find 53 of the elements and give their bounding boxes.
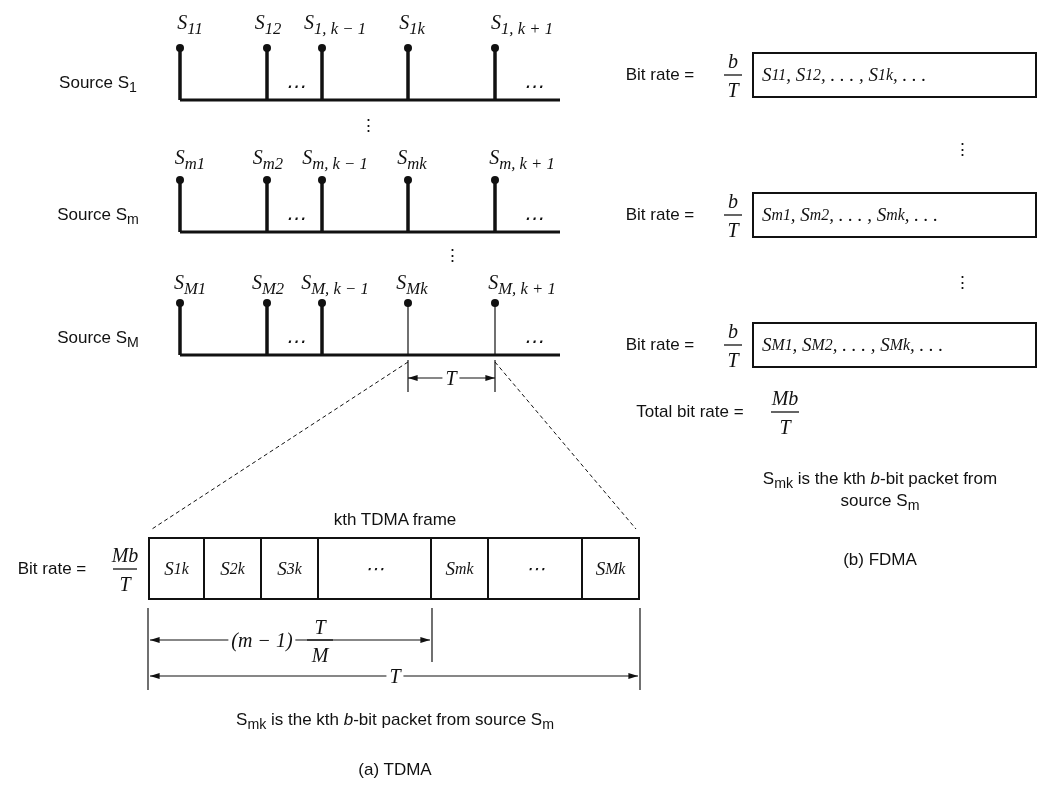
caption: S$_{mk}$ is the kth b-bit packet from source S$_{m}$: [761, 470, 999, 514]
symbol-label: S$_{M, k + 1}$: [488, 271, 556, 299]
rate-label: Total bit rate =: [636, 402, 744, 422]
fraction-numerator: Mb: [111, 544, 139, 566]
panel-caption: (a) TDMA: [358, 760, 432, 780]
fraction-denominator: T: [727, 349, 739, 371]
source-label: Source S$_{1}$: [59, 74, 137, 96]
ellipsis: ⋯: [523, 330, 543, 352]
frame-slot: ⋯: [319, 537, 432, 600]
symbol-label: S$_{1k}$: [399, 11, 425, 39]
symbol-label: S$_{1, k + 1}$: [491, 11, 553, 39]
ellipsis: ⋯: [285, 207, 305, 229]
symbol-label: S$_{mk}$: [397, 146, 427, 174]
fraction-denominator: T: [779, 416, 791, 438]
dimension-label: (m − 1): [228, 629, 296, 651]
fraction-numerator: b: [728, 320, 738, 342]
symbol-label: S$_{m1}$: [174, 146, 206, 174]
symbol-label: S$_{Mk}$: [396, 271, 428, 299]
fraction-numerator: T: [314, 616, 326, 638]
fraction-denominator: T: [119, 573, 131, 595]
source-label: Source S$_{m}$: [57, 206, 139, 228]
vertical-ellipsis: ⋮: [443, 246, 461, 266]
panel-caption: (b) FDMA: [843, 550, 917, 570]
symbol-label: S$_{M, k − 1}$: [301, 271, 369, 299]
ellipsis: ⋯: [523, 75, 543, 97]
symbol-label: S$_{M1}$: [173, 271, 207, 299]
fraction-denominator: T: [727, 219, 739, 241]
fraction-numerator: b: [728, 190, 738, 212]
symbol-label: S$_{11}$: [177, 11, 203, 39]
source-label: Source S$_{M}$: [57, 329, 139, 351]
frame-title: kth TDMA frame: [333, 510, 457, 530]
rate-label: Bit rate =: [625, 65, 695, 85]
fraction-denominator: M: [311, 644, 329, 666]
rate-label: Bit rate =: [625, 335, 695, 355]
vertical-ellipsis: ⋮: [953, 140, 971, 160]
fraction-numerator: Mb: [771, 387, 799, 409]
fraction-denominator: T: [727, 79, 739, 101]
symbol-label: S$_{1, k − 1}$: [304, 11, 366, 39]
symbol-label: S$_{m2}$: [252, 146, 284, 174]
fraction-numerator: b: [728, 50, 738, 72]
ellipsis: ⋯: [285, 330, 305, 352]
ellipsis: ⋯: [285, 75, 305, 97]
ellipsis: ⋯: [523, 207, 543, 229]
caption: S$_{mk}$ is the kth b-bit packet from source S$_{m}$: [236, 711, 554, 733]
symbol-label: S$_{m, k + 1}$: [489, 146, 555, 174]
symbol-label: S$_{m, k − 1}$: [302, 146, 368, 174]
vertical-ellipsis: ⋮: [359, 116, 377, 136]
frame-slot: ⋯: [489, 537, 583, 600]
symbol-label: S$_{M2}$: [251, 271, 285, 299]
rate-label: Bit rate =: [17, 559, 87, 579]
vertical-ellipsis: ⋮: [953, 273, 971, 293]
symbol-label: S$_{12}$: [254, 11, 282, 39]
rate-label: Bit rate =: [625, 205, 695, 225]
